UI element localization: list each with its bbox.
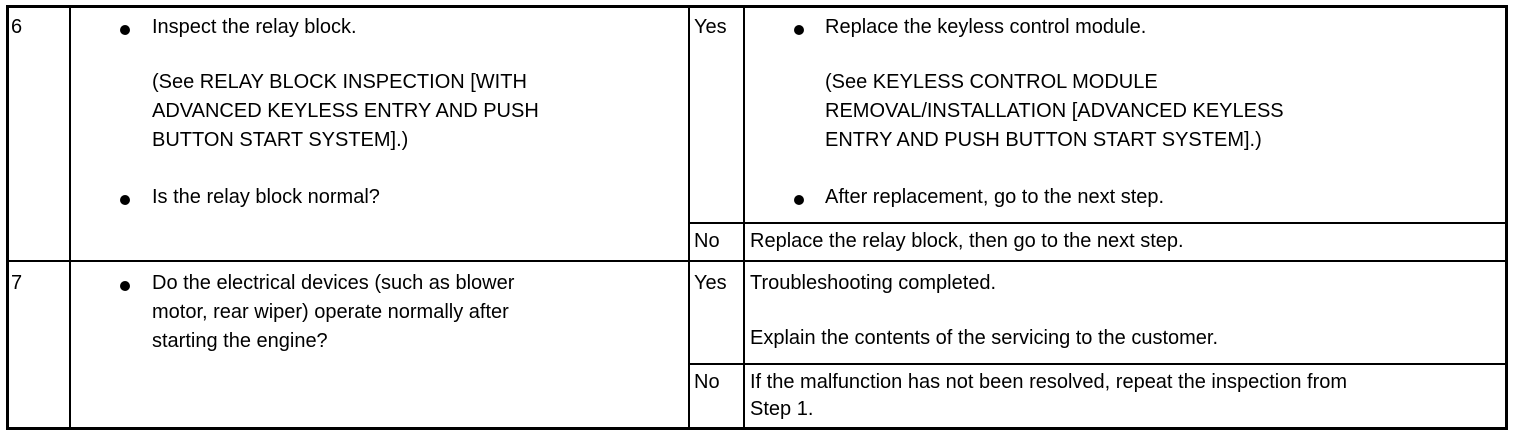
troubleshooting-table: 6 Inspect the relay block. (See RELAY BL… bbox=[6, 5, 1508, 430]
result-text: Step 1. bbox=[750, 398, 814, 420]
step-number: 7 bbox=[11, 272, 23, 294]
column-divider bbox=[743, 5, 745, 430]
bullet-icon bbox=[794, 195, 804, 205]
question-text: Do the electrical devices (such as blowe… bbox=[152, 272, 515, 294]
reference-text: REMOVAL/INSTALLATION [ADVANCED KEYLESS bbox=[825, 100, 1284, 122]
reference-text: ADVANCED KEYLESS ENTRY AND PUSH bbox=[152, 100, 539, 122]
result-text: If the malfunction has not been resolved… bbox=[750, 371, 1348, 393]
yes-label: Yes bbox=[694, 272, 727, 294]
result-text: After replacement, go to the next step. bbox=[825, 186, 1165, 208]
result-text: Troubleshooting completed. bbox=[750, 272, 997, 294]
row-divider bbox=[6, 260, 1508, 262]
column-divider bbox=[69, 5, 71, 430]
bullet-icon bbox=[120, 195, 130, 205]
table-border bbox=[6, 5, 1508, 430]
bullet-icon bbox=[794, 25, 804, 35]
reference-text: BUTTON START SYSTEM].) bbox=[152, 129, 409, 151]
question-text: Is the relay block normal? bbox=[152, 186, 380, 208]
bullet-icon bbox=[120, 281, 130, 291]
yes-label: Yes bbox=[694, 16, 727, 38]
row-divider bbox=[688, 222, 1505, 224]
no-label: No bbox=[694, 371, 720, 393]
no-label: No bbox=[694, 230, 720, 252]
step-number: 6 bbox=[11, 16, 23, 38]
action-text: Inspect the relay block. bbox=[152, 16, 357, 38]
reference-text: (See KEYLESS CONTROL MODULE bbox=[825, 71, 1158, 93]
reference-text: (See RELAY BLOCK INSPECTION [WITH bbox=[152, 71, 527, 93]
reference-text: ENTRY AND PUSH BUTTON START SYSTEM].) bbox=[825, 129, 1262, 151]
result-text: Explain the contents of the servicing to… bbox=[750, 327, 1219, 349]
column-divider bbox=[688, 5, 690, 430]
result-text: Replace the keyless control module. bbox=[825, 16, 1147, 38]
bullet-icon bbox=[120, 25, 130, 35]
row-divider bbox=[688, 363, 1505, 365]
result-text: Replace the relay block, then go to the … bbox=[750, 230, 1184, 252]
question-text: motor, rear wiper) operate normally afte… bbox=[152, 301, 509, 323]
question-text: starting the engine? bbox=[152, 330, 328, 352]
